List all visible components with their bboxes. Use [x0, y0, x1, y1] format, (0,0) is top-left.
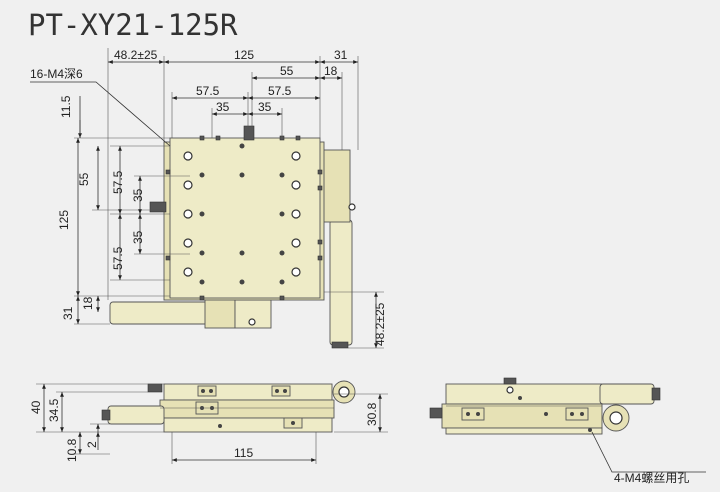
- dim-h2: 2: [85, 441, 99, 448]
- dim-57-5-top: 57.5: [111, 170, 125, 194]
- dim-57-5-right: 57.5: [268, 84, 292, 98]
- dim-micrometer-offset: 48.2±25: [114, 48, 158, 62]
- dim-side-31: 31: [334, 48, 348, 62]
- dim-h30-8: 30.8: [365, 402, 379, 426]
- side-adjust-knob: [429, 407, 443, 419]
- dim-35-left: 35: [216, 100, 230, 114]
- dim-w115: 115: [234, 446, 253, 460]
- front-micrometer: [107, 405, 165, 425]
- dim-h40: 40: [29, 400, 43, 414]
- dim-11-5: 11.5: [59, 95, 73, 118]
- mounting-holes: [183, 143, 301, 285]
- edge-ticks: [165, 135, 323, 301]
- x-adjust-screw: [149, 201, 167, 213]
- y-micrometer-body: [329, 219, 353, 346]
- y-micrometer-collar: [321, 149, 351, 223]
- front-micrometer-tip: [101, 409, 111, 421]
- dim-57-5-left: 57.5: [196, 84, 220, 98]
- drawing-title: PT-XY21-125R: [28, 8, 238, 42]
- dim-35-right: 35: [258, 100, 272, 114]
- front-view: 40 34.5 10.8 2 115 30.8: [29, 380, 388, 464]
- dim-57-5-bottom: 57.5: [111, 246, 125, 270]
- side-view: 4-M4螺丝用孔: [429, 377, 706, 485]
- callout-4-m4: 4-M4螺丝用孔: [614, 471, 689, 485]
- dim-18-top: 18: [324, 64, 338, 78]
- dim-31-left: 31: [61, 306, 75, 320]
- x-micrometer-collar: [204, 297, 236, 329]
- y-micrometer-tip: [331, 341, 349, 349]
- front-base: [163, 417, 333, 433]
- side-top-table: [445, 383, 603, 405]
- callout-16-m4: 16-M4深6: [30, 67, 83, 81]
- side-micrometer: [599, 383, 655, 405]
- dim-h10-8: 10.8: [65, 438, 79, 462]
- x-micrometer-body: [109, 301, 209, 325]
- side-screws: [461, 377, 592, 432]
- dim-h34-5: 34.5: [47, 398, 61, 422]
- dim-48-2-right: 48.2±25: [373, 302, 387, 346]
- front-top-table: [163, 383, 333, 401]
- x-lock-screw: [248, 318, 256, 326]
- dim-55-left: 55: [77, 172, 91, 186]
- dim-width-125: 125: [234, 48, 254, 62]
- top-view: 48.2±25 125 31 55 18 57.5 57.5 35 35 16-…: [30, 48, 387, 349]
- dim-18-left: 18: [81, 296, 95, 310]
- side-micrometer-tip: [651, 387, 661, 401]
- dim-125-left: 125: [57, 210, 71, 230]
- dim-35-top: 35: [131, 188, 145, 202]
- side-base: [445, 427, 603, 435]
- dim-35-bottom: 35: [131, 230, 145, 244]
- front-adjust-knob: [147, 383, 163, 393]
- dim-55-top: 55: [280, 64, 294, 78]
- y-lock-screw: [348, 203, 356, 211]
- y-adjust-screw: [243, 125, 255, 141]
- front-mid-plate: [159, 399, 335, 419]
